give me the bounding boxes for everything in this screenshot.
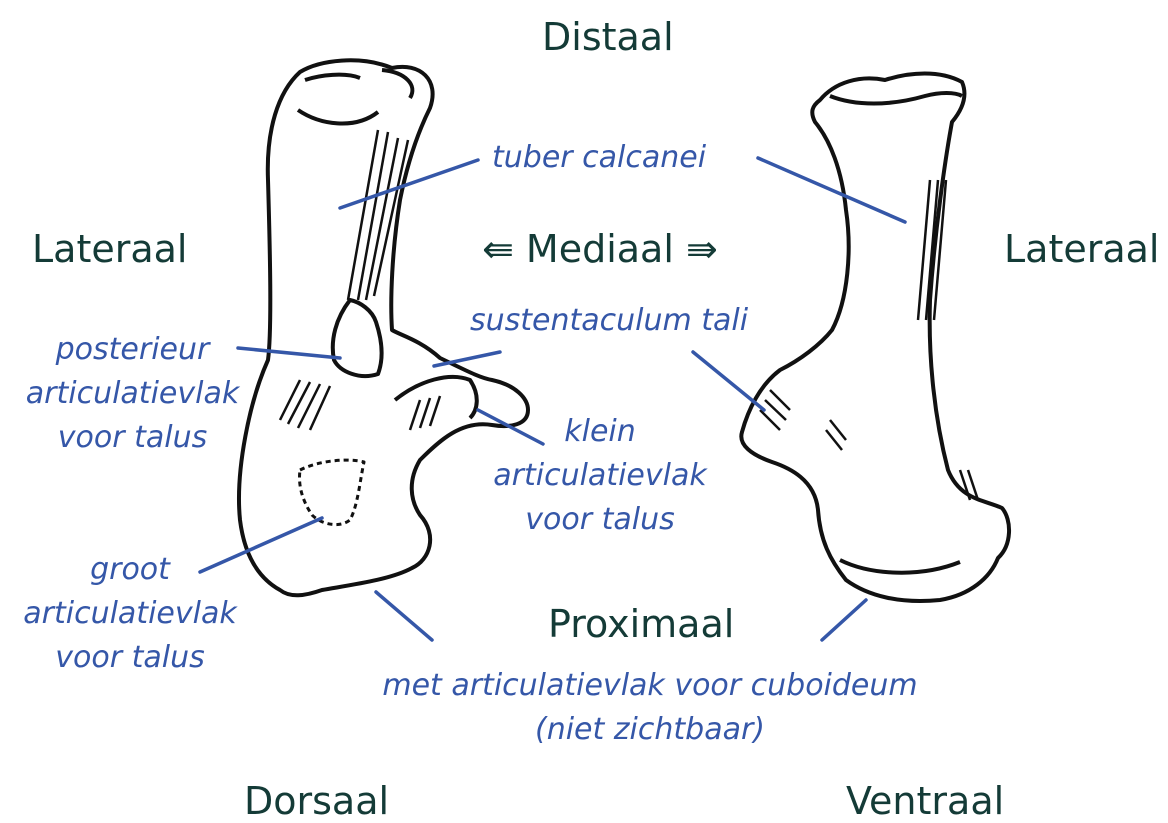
annotation-posterior-line-1: posterieur [0, 328, 265, 372]
pointer-sustentaculum-right [693, 352, 764, 410]
annotation-large-line-2: articulatievlak [0, 592, 260, 636]
label-ventral: Ventraal [846, 782, 1004, 820]
pointer-cuboid-left [376, 592, 432, 640]
annotation-large-facet: groot articulatievlak voor talus [0, 548, 260, 680]
annotation-posterior-line-2: articulatievlak [0, 372, 265, 416]
label-dorsal: Dorsaal [244, 782, 389, 820]
annotation-small-facet: klein articulatievlak voor talus [470, 410, 730, 542]
pointer-cuboid-right [822, 600, 866, 640]
pointer-tuber-right [758, 158, 905, 222]
annotation-large-line-3: voor talus [0, 636, 260, 680]
label-lateral-right: Lateraal [1004, 230, 1160, 268]
label-distal: Distaal [542, 18, 674, 56]
annotation-small-line-1: klein [470, 410, 730, 454]
annotation-tuber-calcanei: tuber calcanei [492, 143, 706, 173]
annotation-large-line-1: groot [0, 548, 260, 592]
annotation-posterior-line-3: voor talus [0, 416, 265, 460]
label-proximal: Proximaal [548, 605, 734, 643]
annotation-posterior-facet: posterieur articulatievlak voor talus [0, 328, 265, 460]
annotation-cuboid-facet: met articulatievlak voor cuboideum (niet… [320, 664, 980, 752]
label-lateral-left: Lateraal [32, 230, 188, 268]
label-medial: ⇚ Mediaal ⇛ [482, 230, 718, 268]
bone-ventral-view [741, 74, 1009, 602]
annotation-cuboid-line-1: met articulatievlak voor cuboideum [320, 664, 980, 708]
annotation-cuboid-line-2: (niet zichtbaar) [320, 708, 980, 752]
annotation-sustentaculum-tali: sustentaculum tali [470, 306, 748, 336]
annotation-small-line-2: articulatievlak [470, 454, 730, 498]
annotation-small-line-3: voor talus [470, 498, 730, 542]
